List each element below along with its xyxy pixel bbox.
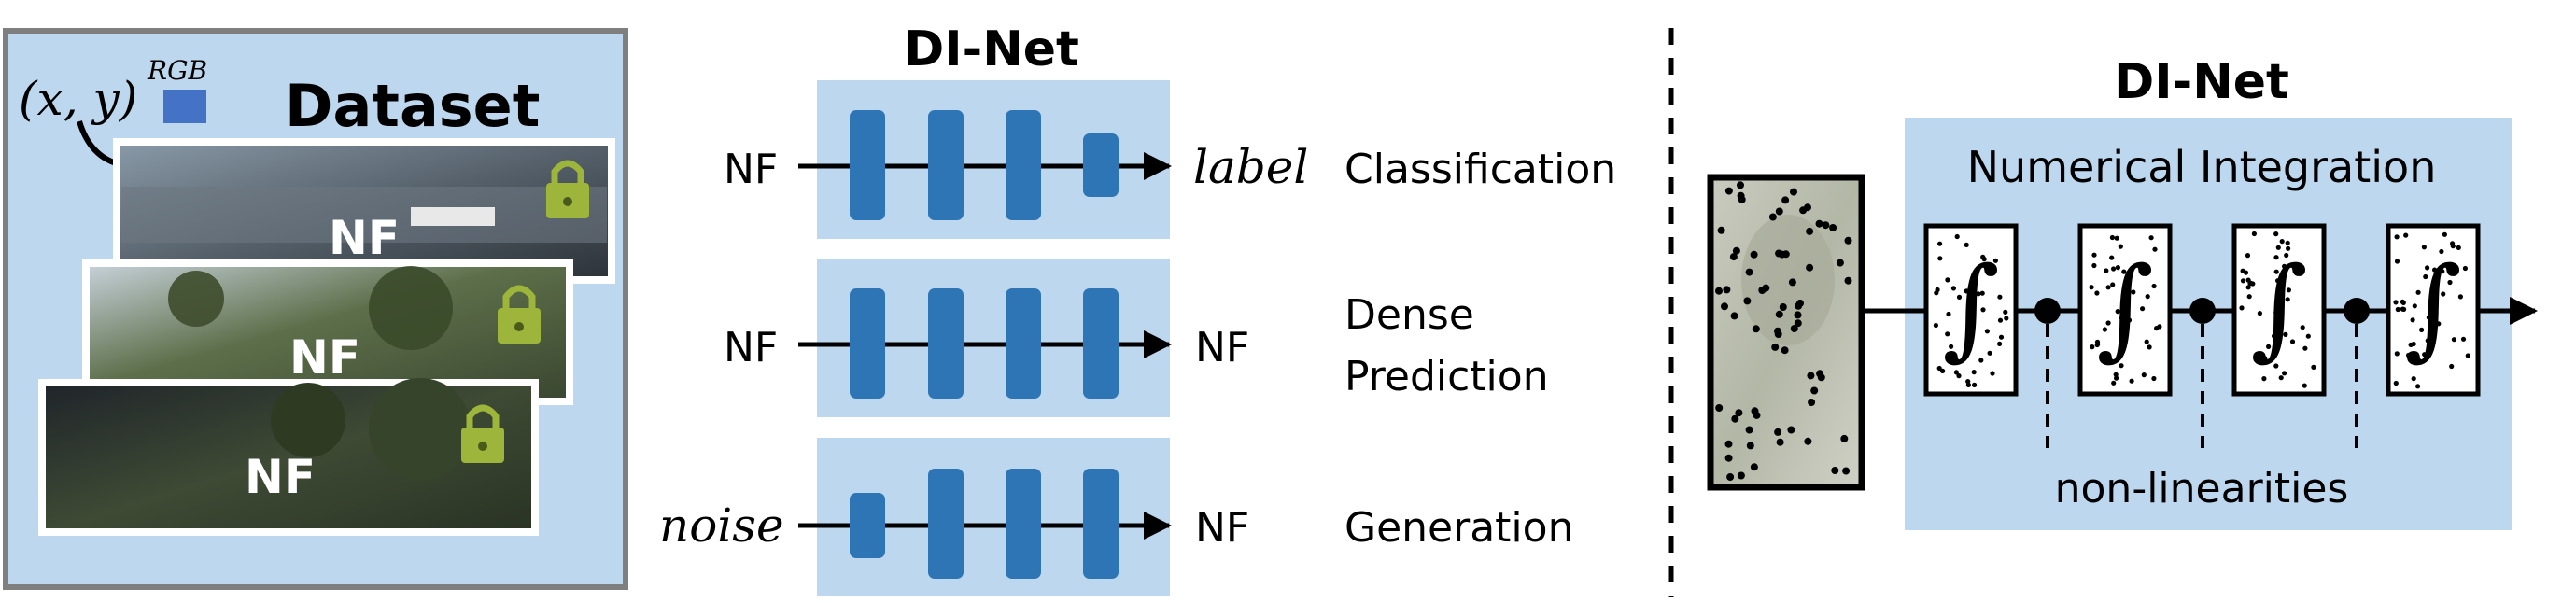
dinet-row-dense-prediction: NF NF Dense Prediction — [724, 259, 1549, 417]
layer-block — [928, 469, 964, 579]
integral-symbol: ∫ — [1942, 243, 1999, 372]
nonlinearity-node — [2189, 298, 2216, 448]
nf-card-1: NF — [113, 138, 615, 284]
sample-points — [1715, 181, 1852, 481]
dataset-panel: (x, y) RGB Dataset NF — [3, 28, 628, 590]
layer-block — [928, 110, 964, 220]
row-output: NF — [1195, 504, 1249, 552]
row-task-line-2: Prediction — [1344, 353, 1549, 400]
integral-symbol: ∫ — [2096, 243, 2153, 372]
nonlinearity-label: non-linearities — [2055, 465, 2349, 512]
layer-block — [1083, 133, 1119, 197]
sample-points — [1933, 231, 2470, 389]
nonlinearity-node — [2344, 298, 2370, 448]
layer-block — [1006, 110, 1041, 220]
input-image — [1707, 174, 1865, 491]
dinet-row-classification: NF label Classification — [724, 80, 1616, 239]
dinet-right: DI-Net Numerical Integration ∫ ∫ ∫ ∫ — [1707, 54, 2538, 530]
dinet-right-title: DI-Net — [2114, 54, 2289, 110]
integration-label: Numerical Integration — [1967, 142, 2437, 192]
row-task: Classification — [1344, 146, 1616, 193]
row-input: NF — [724, 146, 778, 193]
row-input: NF — [724, 324, 778, 372]
layer-block — [1006, 288, 1041, 399]
dinet-left-title: DI-Net — [904, 21, 1079, 77]
row-task-line-1: Dense — [1344, 291, 1474, 339]
row-input: noise — [659, 498, 784, 553]
layer-block — [1006, 469, 1041, 579]
nf-label-2: NF — [289, 330, 360, 385]
nonlinearity-node — [2034, 298, 2061, 448]
nf-label-1: NF — [329, 211, 400, 265]
layer-block — [850, 110, 885, 220]
coord-label: (x, y) — [19, 72, 137, 126]
rgb-label: RGB — [147, 55, 207, 86]
layer-block — [928, 288, 964, 399]
row-output: NF — [1195, 324, 1249, 372]
rgb-pixel — [163, 90, 206, 123]
layer-block — [1083, 288, 1119, 399]
lock-icon — [461, 404, 504, 463]
integral-block: ∫ — [1923, 223, 2019, 397]
row-task: Generation — [1344, 504, 1573, 552]
integral-block: ∫ — [2231, 223, 2327, 397]
dinet-row-generation: noise NF Generation — [659, 438, 1573, 596]
dinet-left: DI-Net NF label Classification NF NF Den… — [659, 21, 1616, 596]
layer-block — [850, 288, 885, 399]
lock-icon — [498, 285, 541, 344]
dataset-title: Dataset — [285, 72, 540, 140]
layer-block — [850, 493, 885, 558]
layer-block — [1083, 469, 1119, 579]
lock-icon — [546, 160, 589, 218]
nf-label-3: NF — [245, 450, 316, 504]
nf-card-2: NF — [82, 259, 573, 405]
nf-card-3: NF — [38, 378, 539, 536]
row-output: label — [1193, 140, 1308, 194]
integral-symbol: ∫ — [2250, 243, 2307, 372]
